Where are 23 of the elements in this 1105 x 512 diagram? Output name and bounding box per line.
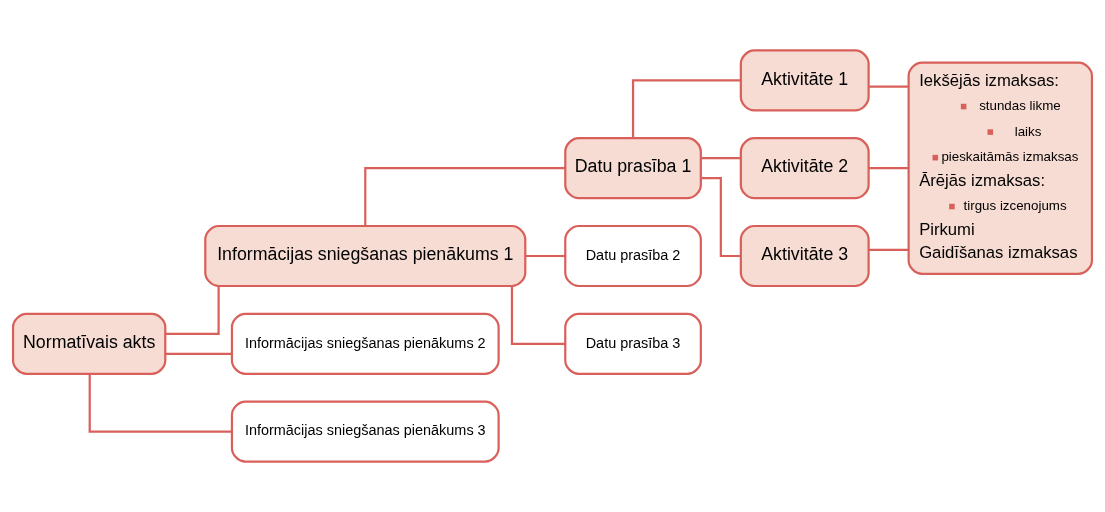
- node-box: Datu prasība 2: [564, 224, 702, 288]
- node-box: Aktivitāte 2: [739, 137, 870, 200]
- connector: [631, 79, 741, 138]
- connector: [510, 286, 566, 345]
- node-box: Informācijas sniegšanas pienākums 1: [204, 224, 527, 288]
- node-box: Informācijas sniegšanas pienākums 3: [230, 400, 500, 463]
- connector: [700, 177, 741, 258]
- connector: [88, 374, 232, 433]
- connector: [525, 254, 566, 258]
- connector: [165, 286, 220, 335]
- connector: [868, 167, 909, 170]
- node-box: Aktivitāte 1: [739, 49, 870, 112]
- node-box: Iekšējās izmaksas: stundas likme laiks pieskaitāmās izmaksas Ārējās izmaksas: tirgus izcenojums Pirkumi Gaidīšanas izmaksas: [907, 61, 1094, 275]
- connector: [700, 157, 741, 160]
- connector: [364, 167, 566, 226]
- node-box: Normatīvais akts: [11, 312, 167, 375]
- node-box: Datu prasība 3: [564, 312, 702, 375]
- connector: [868, 85, 909, 88]
- node-box: Informācijas sniegšanas pienākums 2: [230, 312, 500, 375]
- node-box: Aktivitāte 3: [739, 224, 870, 288]
- connector: [165, 352, 232, 355]
- connector: [868, 248, 909, 251]
- node-box: Datu prasība 1: [564, 137, 702, 200]
